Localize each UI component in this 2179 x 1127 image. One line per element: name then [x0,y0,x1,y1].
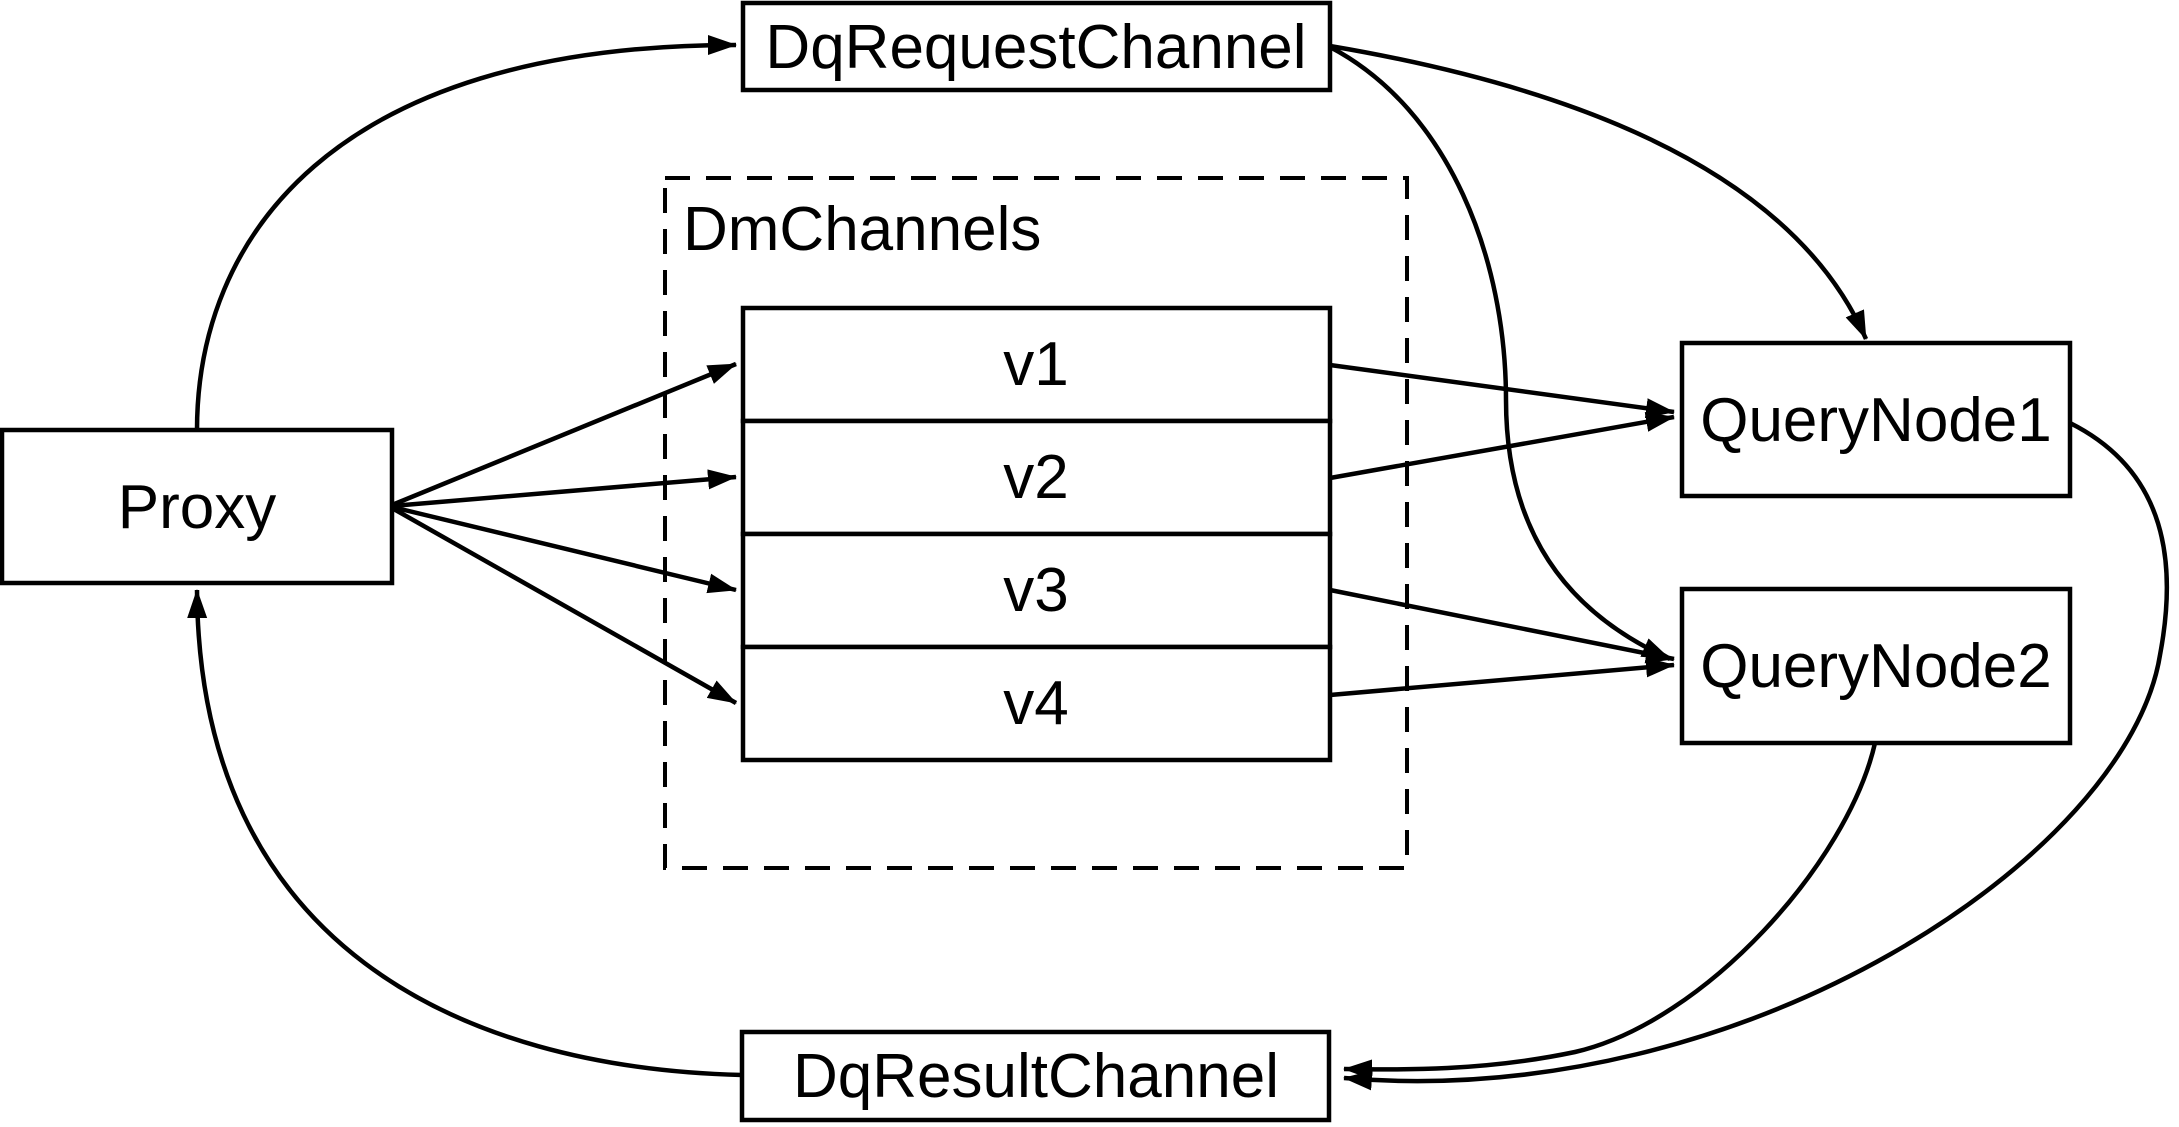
edge-proxy-to-dqrequestchannel [194,35,737,431]
channel-v1-label: v1 [1003,330,1068,399]
channel-stack: v1 v2 v3 v4 [740,305,1333,763]
channel-v4-box [740,644,1333,763]
query-node-1-label: QueryNode1 [1700,386,2052,455]
edge-proxy-to-v2 [391,469,737,509]
edge-dqrequestchannel-to-querynode1 [1329,43,1869,340]
channel-v2-label: v2 [1003,443,1068,512]
query-node-1-box [1679,340,2073,499]
edge-dqresultchannel-to-proxy [187,589,743,1078]
edge-v3-to-querynode2 [1329,587,1675,664]
edge-querynode2-to-dqresultchannel [1343,742,1878,1080]
dm-channels-group: DmChannels [663,176,1409,870]
channel-v2-box [740,418,1333,537]
edge-dqrequestchannel-to-querynode2 [1328,45,1671,662]
edge-v1-to-querynode1 [1329,362,1675,419]
query-node-2-label: QueryNode2 [1700,632,2052,701]
edge-v2-to-querynode1 [1329,412,1675,481]
node-proxy: Proxy [0,427,395,586]
edge-querynode1-to-dqresultchannel [1343,420,2170,1091]
dq-request-channel-box [740,0,1333,93]
dq-result-channel-label: DqResultChannel [793,1042,1279,1111]
dq-request-channel-label: DqRequestChannel [765,13,1306,82]
channel-v3-box [740,531,1333,650]
nodes: Proxy DqRequestChannel v1 v2 v3 v4 [0,0,2073,1123]
channel-v3-label: v3 [1003,556,1068,625]
node-dq-result-channel: DqResultChannel [739,1029,1332,1123]
edge-proxy-to-v1 [391,361,737,508]
node-query-node-2: QueryNode2 [1679,586,2073,746]
node-query-node-1: QueryNode1 [1679,340,2073,499]
edge-proxy-to-v4 [390,506,738,705]
proxy-box [0,427,395,586]
edges [187,35,2170,1091]
node-dq-request-channel: DqRequestChannel [740,0,1333,93]
dm-channels-group-label: DmChannels [683,195,1041,264]
proxy-label: Proxy [118,473,276,542]
edge-v4-to-querynode2 [1329,657,1675,698]
edge-proxy-to-v3 [391,504,737,594]
dm-channels-group-border [663,176,1409,870]
channel-v1-box [740,305,1333,424]
dq-result-channel-box [739,1029,1332,1123]
query-node-2-box [1679,586,2073,746]
channel-v4-label: v4 [1003,669,1068,738]
